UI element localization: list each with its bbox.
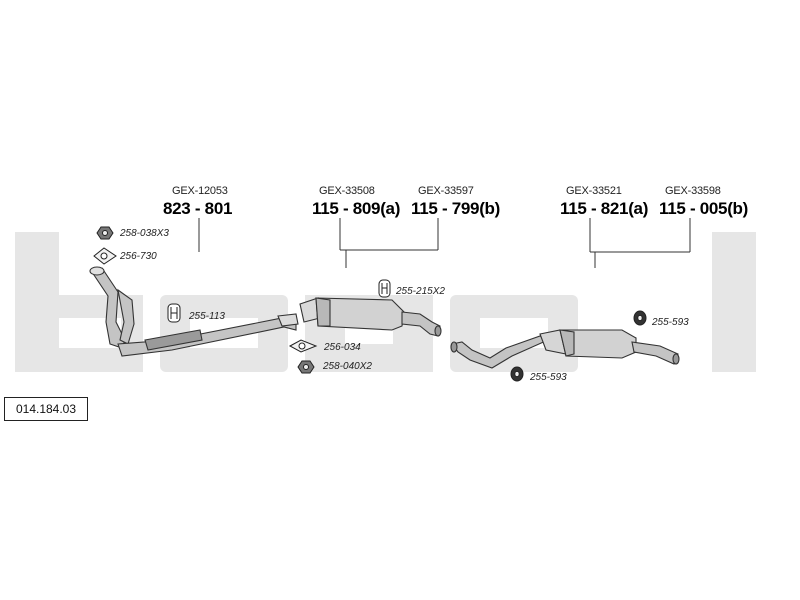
part-number: 115 - 005(b) (659, 199, 749, 218)
gasket-icon (93, 247, 117, 265)
rubber-mount-icon (633, 310, 647, 326)
diagram-id-box: 014.184.03 (4, 397, 88, 421)
nut-icon (297, 360, 315, 374)
nut-icon (96, 226, 114, 240)
accessory-label: 256-034 (324, 342, 361, 353)
gex-ref: GEX-12053 (172, 185, 228, 197)
front-silencer (299, 297, 442, 337)
front-pipe (89, 266, 299, 357)
accessory-label: 258-040X2 (323, 361, 372, 372)
gex-ref: GEX-33521 (566, 185, 622, 197)
gex-ref: GEX-33598 (665, 185, 721, 197)
clamp-icon (167, 303, 181, 323)
accessory-label: 258-038X3 (120, 228, 169, 239)
rubber-mount-icon (510, 366, 524, 382)
part-number: 115 - 799(b) (411, 199, 501, 218)
accessory-label: 255-593 (530, 372, 567, 383)
part-number: 115 - 809(a) (312, 199, 401, 218)
gex-ref: GEX-33597 (418, 185, 474, 197)
gex-ref: GEX-33508 (319, 185, 375, 197)
accessory-label: 255-113 (189, 311, 225, 322)
accessory-label: 255-215X2 (396, 286, 445, 297)
clamp-icon (378, 279, 391, 298)
part-number: 115 - 821(a) (560, 199, 649, 218)
gasket-icon (288, 339, 318, 353)
accessory-label: 256-730 (120, 251, 157, 262)
rear-silencer-assembly (450, 329, 680, 369)
accessory-label: 255-593 (652, 317, 689, 328)
part-number: 823 - 801 (163, 199, 233, 218)
